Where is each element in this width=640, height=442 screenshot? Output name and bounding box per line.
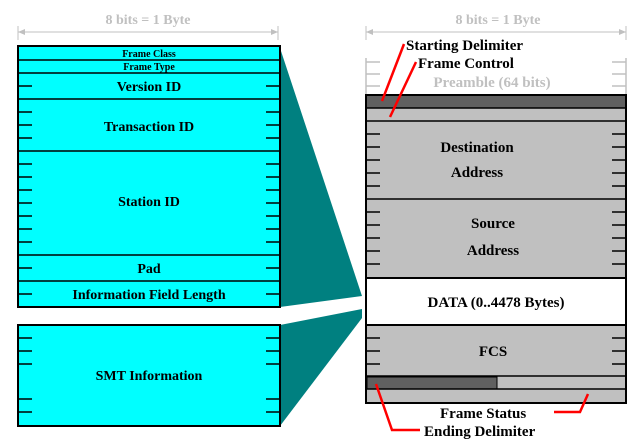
field-frame-type: Frame Type	[123, 62, 175, 73]
field-pad: Pad	[137, 262, 161, 277]
field-source-line1: Source	[471, 216, 515, 232]
preamble-label: Preamble (64 bits)	[433, 75, 550, 91]
field-smt-information: SMT Information	[96, 369, 203, 384]
field-fcs: FCS	[479, 344, 507, 360]
callout-frame-control: Frame Control	[418, 56, 514, 72]
left-width-dimension	[17, 26, 279, 40]
callout-starting-delimiter: Starting Delimiter	[406, 38, 523, 54]
field-transaction-id: Transaction ID	[104, 120, 194, 135]
field-source-line2: Address	[467, 243, 519, 259]
field-version-id: Version ID	[117, 80, 181, 95]
field-station-id: Station ID	[118, 195, 180, 210]
smt-information-box	[17, 324, 281, 427]
field-destination-line1: Destination	[440, 140, 514, 156]
mac-frame	[365, 94, 627, 404]
field-destination-line2: Address	[451, 165, 503, 181]
left-width-label: 8 bits = 1 Byte	[106, 13, 191, 28]
expansion-wedge-upper	[280, 48, 362, 307]
field-data: DATA (0..4478 Bytes)	[428, 295, 565, 311]
field-frame-class: Frame Class	[122, 49, 176, 60]
right-width-label: 8 bits = 1 Byte	[456, 13, 541, 28]
callout-frame-status: Frame Status	[440, 406, 526, 422]
right-width-dimension	[365, 26, 627, 40]
callout-lines	[374, 43, 590, 432]
callout-ending-delimiter: Ending Delimiter	[424, 424, 536, 440]
preamble-area	[365, 58, 627, 95]
field-information-field-length: Information Field Length	[72, 288, 225, 303]
expansion-wedge-lower	[280, 309, 362, 426]
smt-header	[17, 45, 281, 308]
